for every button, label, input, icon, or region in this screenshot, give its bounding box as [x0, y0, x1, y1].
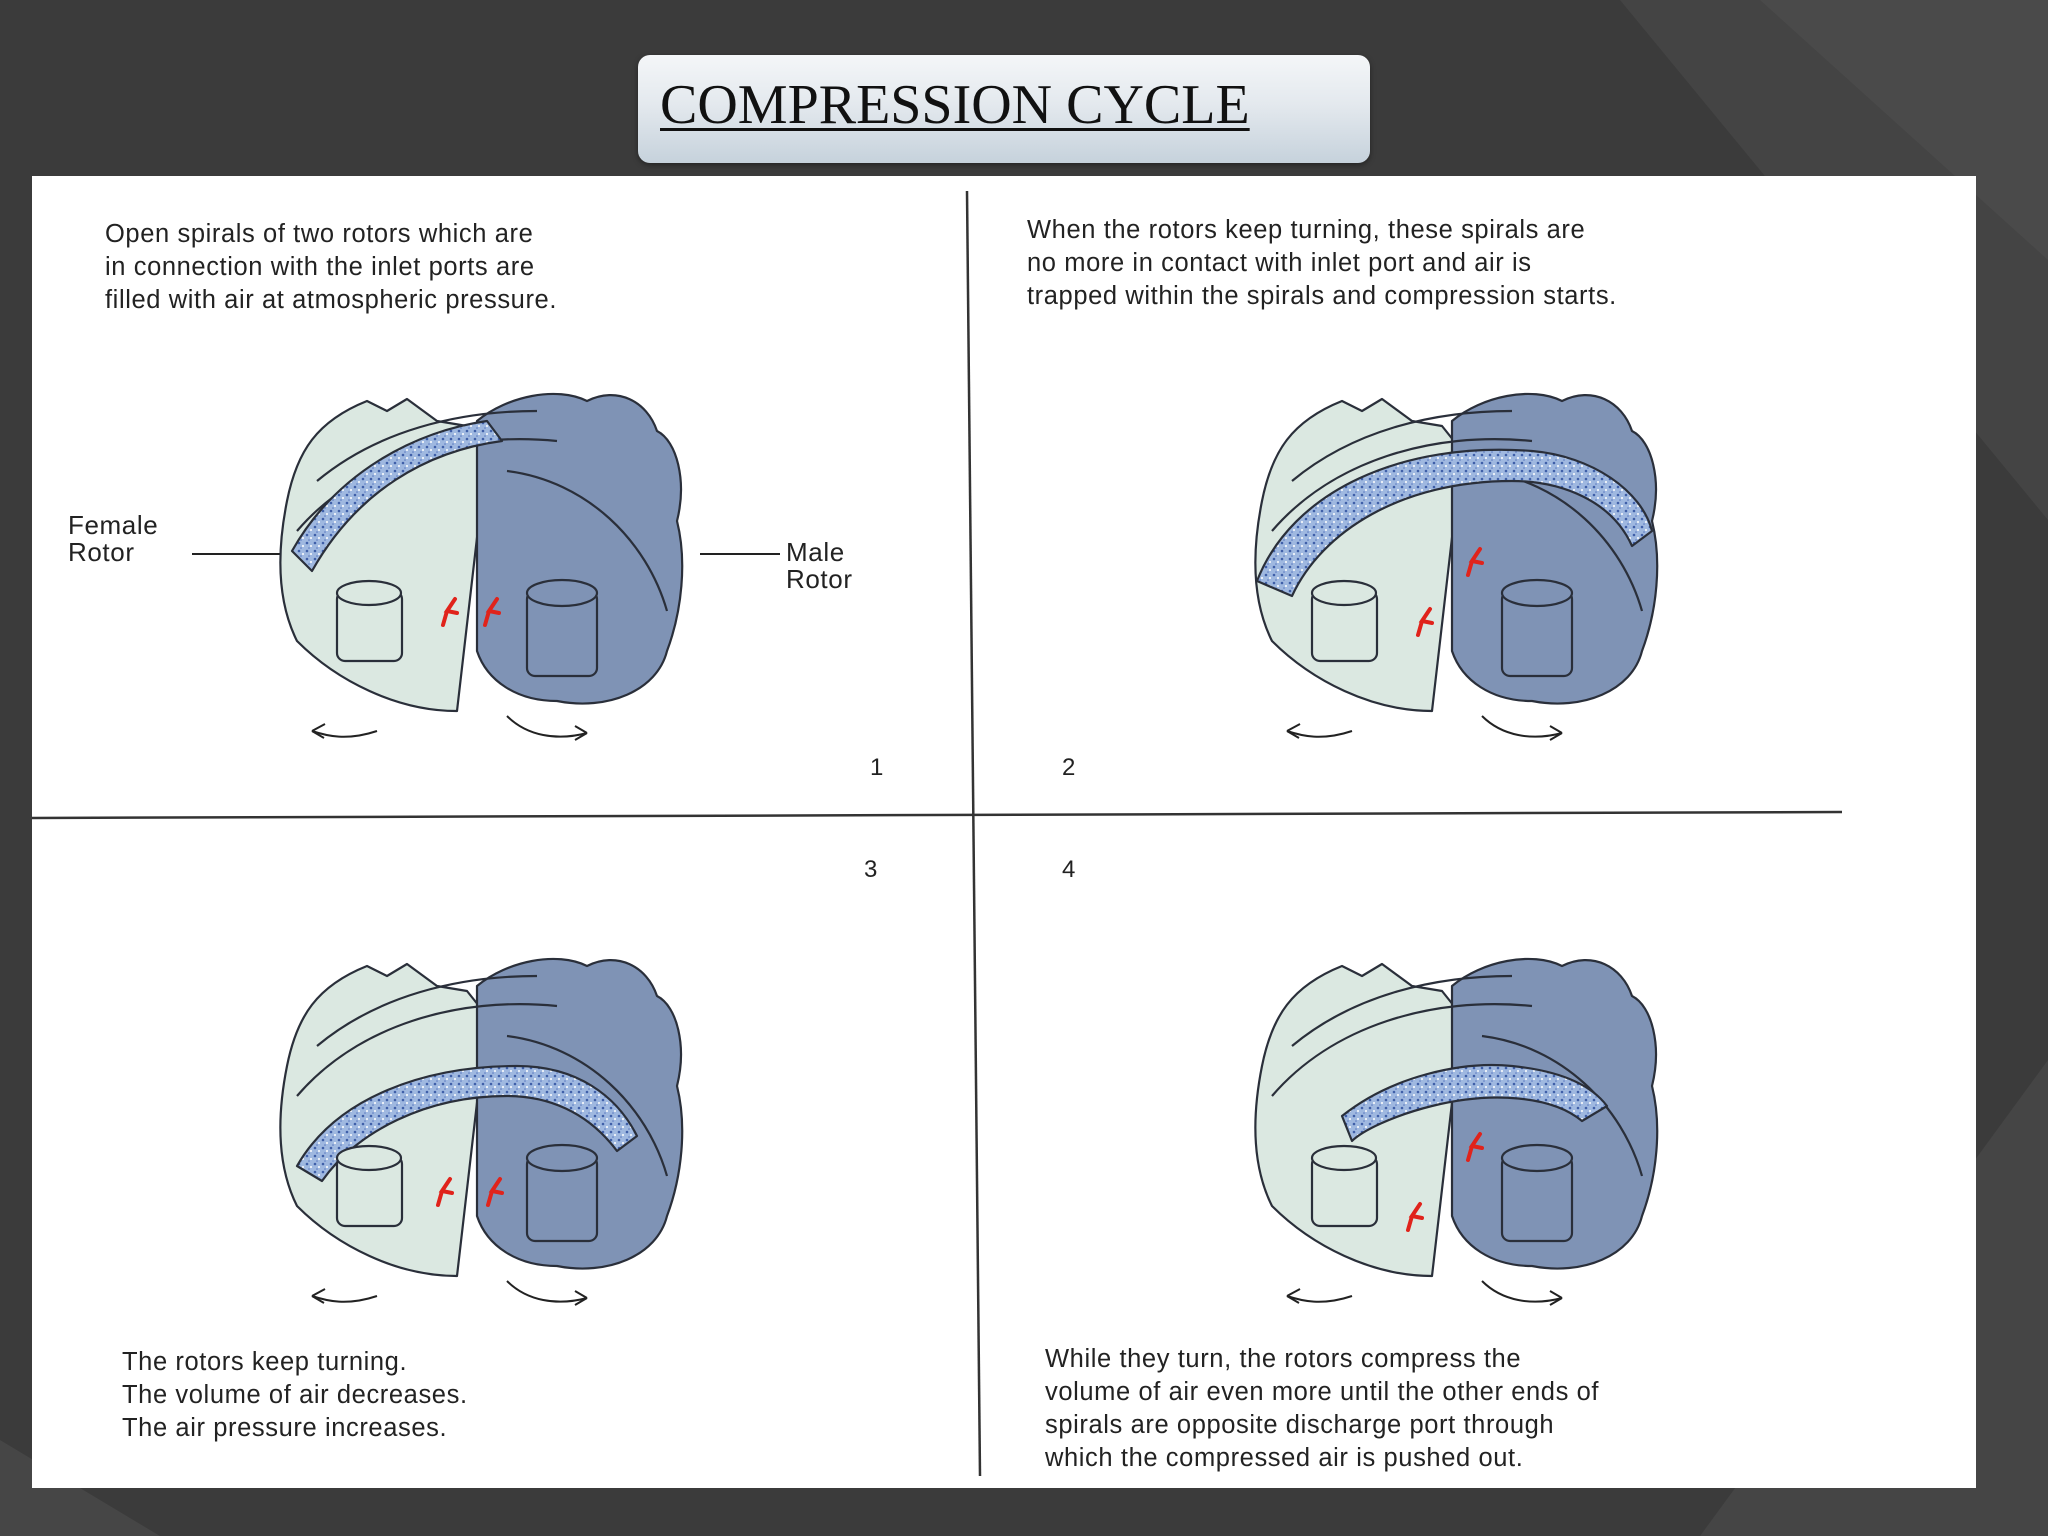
rotation-arrow-right-icon [1481, 715, 1563, 738]
caption-line: The rotors keep turning. [122, 1348, 408, 1376]
panel-3-number: 3 [864, 856, 878, 883]
air-pocket [1340, 1063, 1609, 1143]
flow-arrow-icon [1466, 1132, 1484, 1162]
panel-3-caption: The rotors keep turning. The volume of a… [122, 1346, 468, 1445]
label-line: Male [786, 537, 845, 567]
label-line: Rotor [68, 537, 135, 567]
panel-2-number: 2 [1062, 754, 1076, 781]
flow-arrow-icon [1466, 547, 1484, 577]
caption-line: filled with air at atmospheric pressure. [105, 286, 558, 314]
flow-arrow-icon [483, 597, 501, 627]
female-rotor-label: Female Rotor [68, 512, 158, 566]
flow-arrow-icon [1406, 1202, 1424, 1232]
panel-2-caption: When the rotors keep turning, these spir… [1027, 214, 1617, 313]
label-line: Rotor [786, 564, 853, 594]
caption-line: The air pressure increases. [122, 1414, 448, 1442]
rotor-illustration-1 [279, 392, 684, 741]
panel-4-caption: While they turn, the rotors compress the… [1045, 1343, 1599, 1475]
flow-arrow-icon [436, 1177, 454, 1207]
label-leader-lines [192, 553, 780, 555]
rotation-arrow-right-icon [1481, 1280, 1563, 1303]
caption-line: which the compressed air is pushed out. [1045, 1444, 1524, 1472]
panel-1-caption: Open spirals of two rotors which are in … [105, 218, 557, 317]
air-pocket [1255, 448, 1654, 598]
flow-arrow-icon [441, 597, 459, 627]
panel-dividers [31, 190, 1843, 1477]
flow-arrow-icon [486, 1177, 504, 1207]
male-rotor-label: Male Rotor [786, 539, 853, 593]
caption-line: volume of air even more until the other … [1045, 1378, 1600, 1406]
panel-1-number: 1 [870, 754, 884, 781]
caption-line: The volume of air decreases. [122, 1381, 468, 1409]
flow-arrow-icon [1416, 607, 1434, 637]
air-pocket [290, 419, 504, 573]
rotor-illustration-4 [1254, 957, 1659, 1306]
caption-line: While they turn, the rotors compress the [1045, 1345, 1522, 1373]
rotation-arrow-right-icon [506, 715, 588, 738]
panel-4-number: 4 [1062, 856, 1076, 883]
caption-line: spirals are opposite discharge port thro… [1045, 1411, 1555, 1439]
air-pocket [295, 1064, 639, 1183]
caption-line: When the rotors keep turning, these spir… [1027, 216, 1586, 244]
caption-line: Open spirals of two rotors which are [105, 220, 534, 248]
title-box: COMPRESSION CYCLE [638, 55, 1370, 163]
caption-line: trapped within the spirals and compressi… [1027, 282, 1617, 310]
female-rotor-shape [279, 397, 489, 713]
caption-line: in connection with the inlet ports are [105, 253, 535, 281]
caption-line: no more in contact with inlet port and a… [1027, 249, 1532, 277]
rotor-illustration-3 [279, 957, 684, 1306]
diagram-figure: Open spirals of two rotors which are in … [31, 176, 1976, 1488]
page-title: COMPRESSION CYCLE [660, 74, 1250, 136]
label-line: Female [68, 510, 159, 540]
rotor-illustration-2 [1254, 392, 1659, 741]
rotation-arrow-right-icon [506, 1280, 588, 1303]
